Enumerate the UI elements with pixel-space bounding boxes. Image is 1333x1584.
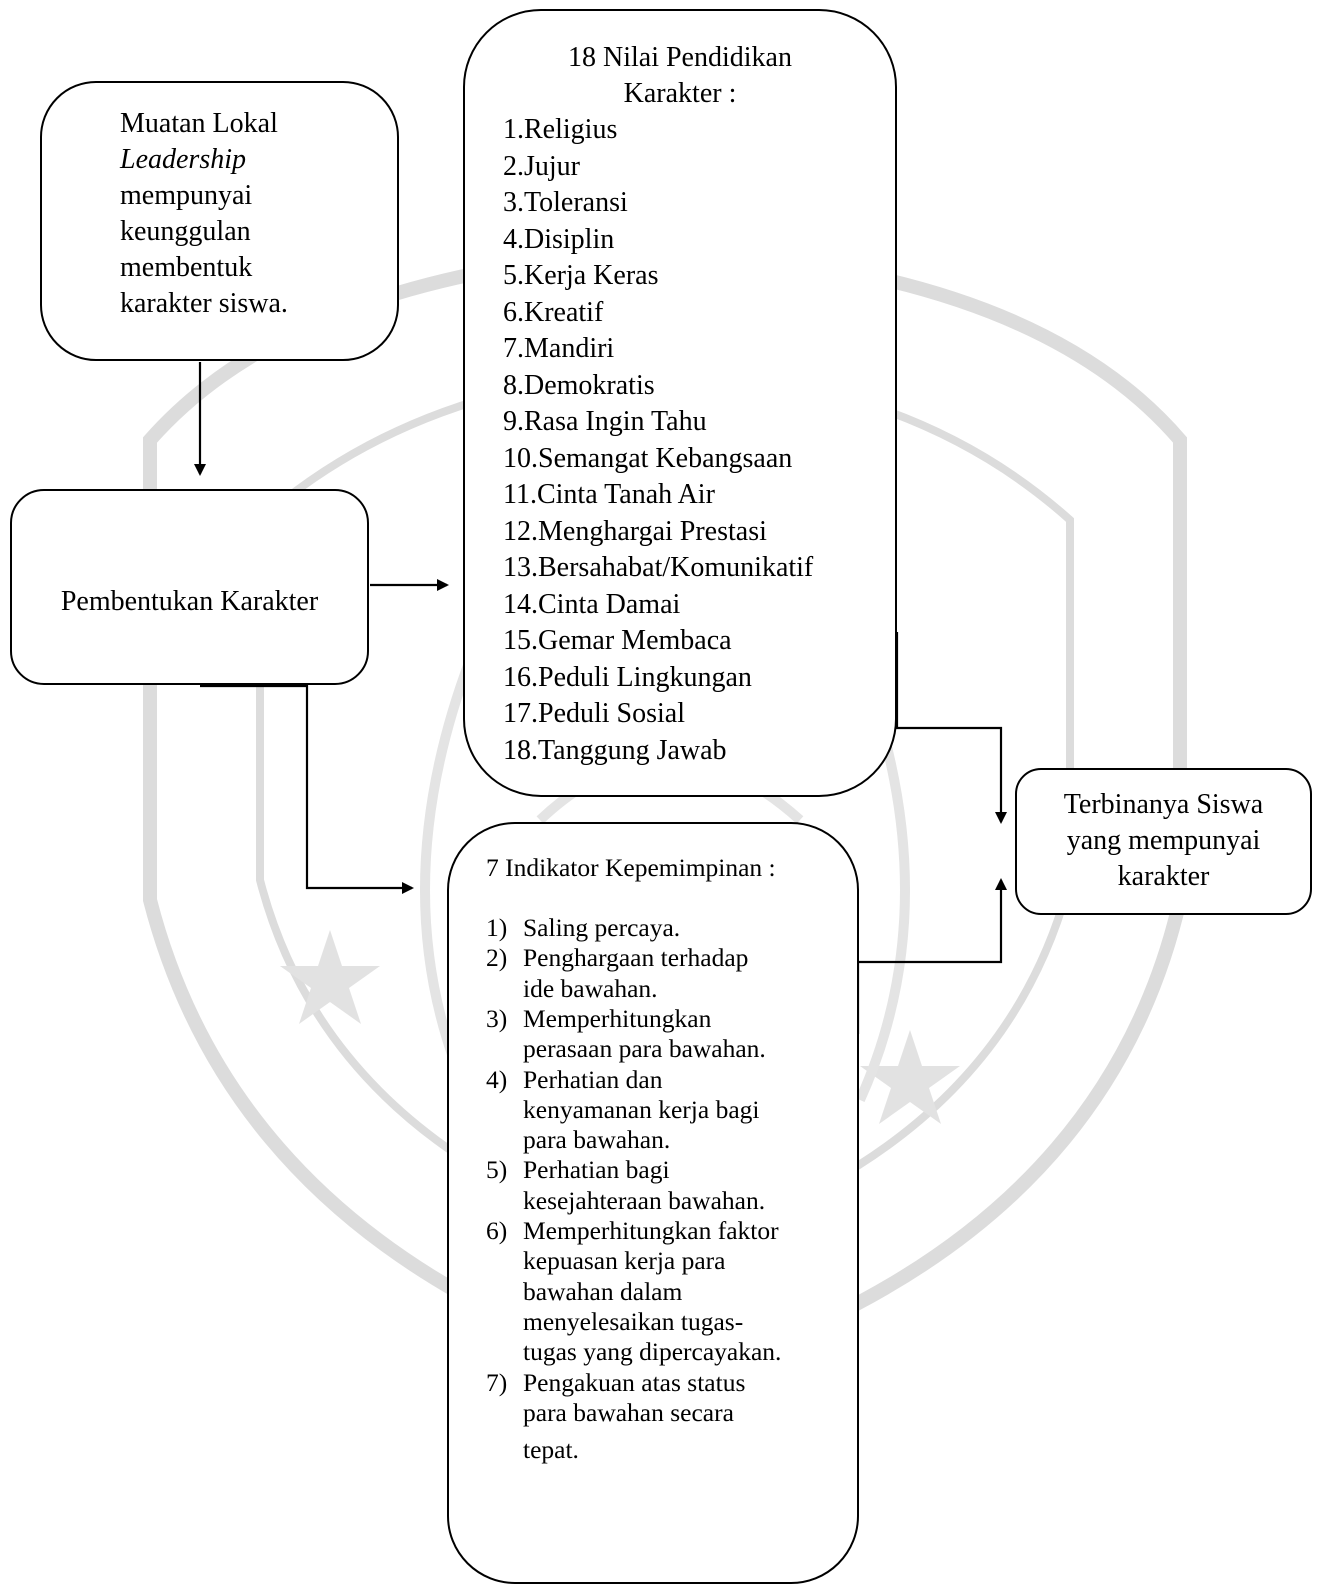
indikator-item-line: menyelesaikan tugas-	[523, 1306, 744, 1336]
nilai-item: 16.Peduli Lingkungan	[503, 661, 752, 693]
indikator-item-line: perasaan para bawahan.	[523, 1034, 766, 1064]
indikator-item-line: para bawahan.	[523, 1125, 671, 1155]
muatan-line5: membentuk	[120, 252, 253, 283]
nilai-item: 13.Bersahabat/Komunikatif	[503, 552, 814, 583]
nilai-item: 3.Toleransi	[503, 187, 628, 218]
indikator-item-line: bawahan dalam	[523, 1276, 683, 1306]
indikator-item-line: kenyamanan kerja bagi	[523, 1094, 760, 1124]
nilai-item: 8.Demokratis	[503, 369, 655, 401]
nilai-item: 17.Peduli Sosial	[503, 698, 686, 729]
nilai-item: 4.Disiplin	[503, 223, 615, 255]
indikator-item-number: 4)	[486, 1064, 508, 1094]
nilai-item: 9.Rasa Ingin Tahu	[503, 406, 707, 437]
indikator-title: 7 Indikator Kepemimpinan :	[486, 853, 776, 882]
indikator-item-line: Memperhitungkan faktor	[523, 1216, 779, 1245]
pembentukan-karakter-box	[10, 489, 369, 685]
indikator-item-number: 5)	[486, 1155, 508, 1185]
nilai-item: 12.Menghargai Prestasi	[503, 515, 767, 547]
terbina-line2: yang mempunyai	[1066, 825, 1261, 856]
nilai-item: 2.Jujur	[503, 150, 580, 182]
muatan-line2-italic: Leadership	[120, 144, 246, 175]
indikator-item-line: ide bawahan.	[523, 973, 658, 1003]
pembentukan-label: Pembentukan Karakter	[60, 586, 319, 617]
indikator-item-number: 3)	[486, 1003, 508, 1033]
indikator-item-line: Saling percaya.	[523, 913, 681, 942]
muatan-line4: keunggulan	[120, 216, 251, 247]
nilai-item: 6.Kreatif	[503, 296, 604, 328]
indikator-item-number: 1)	[486, 913, 508, 942]
terbinanya-siswa-box	[1015, 768, 1312, 915]
nilai-item: 14.Cinta Damai	[503, 588, 681, 620]
indikator-item-line: tepat.	[523, 1434, 579, 1464]
indikator-item-line: kepuasan kerja para	[523, 1246, 726, 1276]
muatan-line1: Muatan Lokal	[120, 108, 278, 139]
indikator-kepemimpinan-box	[447, 822, 859, 1584]
indikator-item-line: Penghargaan terhadap	[523, 943, 749, 973]
nilai-item: 7.Mandiri	[503, 333, 615, 364]
indikator-item-line: tugas yang dipercayakan.	[523, 1337, 782, 1367]
nilai-item: 1.Religius	[503, 114, 618, 145]
indikator-item-line: Memperhitungkan	[523, 1003, 712, 1033]
nilai-karakter-box	[463, 9, 897, 797]
nilai-title-line1: 18 Nilai Pendidikan	[568, 42, 792, 73]
indikator-item-line: kesejahteraan bawahan.	[523, 1185, 766, 1215]
indikator-item-line: Pengakuan atas status	[523, 1367, 746, 1397]
nilai-item: 18.Tanggung Jawab	[503, 734, 727, 766]
nilai-title-line2: Karakter :	[623, 78, 737, 109]
nilai-item: 15.Gemar Membaca	[503, 625, 732, 656]
arrow-pembentukan-to-indikator	[200, 684, 414, 894]
indikator-item-number: 6)	[486, 1216, 508, 1245]
arrow-indikator-to-terbina	[858, 878, 1007, 964]
arrow-nilai-to-terbina	[895, 726, 1007, 824]
indikator-item-number: 2)	[486, 943, 508, 973]
nilai-item: 11.Cinta Tanah Air	[503, 479, 715, 510]
indikator-item-number: 7)	[486, 1367, 508, 1397]
muatan-lokal-box	[40, 81, 399, 361]
muatan-line6: karakter siswa.	[120, 288, 288, 319]
terbina-line1: Terbinanya Siswa	[1063, 789, 1264, 820]
indikator-item-line: para bawahan secara	[523, 1397, 734, 1427]
muatan-line3: mempunyai	[120, 180, 253, 211]
terbina-line3: karakter	[1117, 861, 1210, 892]
nilai-item: 5.Kerja Keras	[503, 260, 659, 291]
nilai-item: 10.Semangat Kebangsaan	[503, 442, 793, 474]
indikator-item-line: Perhatian dan	[523, 1064, 663, 1094]
indikator-item-line: Perhatian bagi	[523, 1155, 670, 1185]
